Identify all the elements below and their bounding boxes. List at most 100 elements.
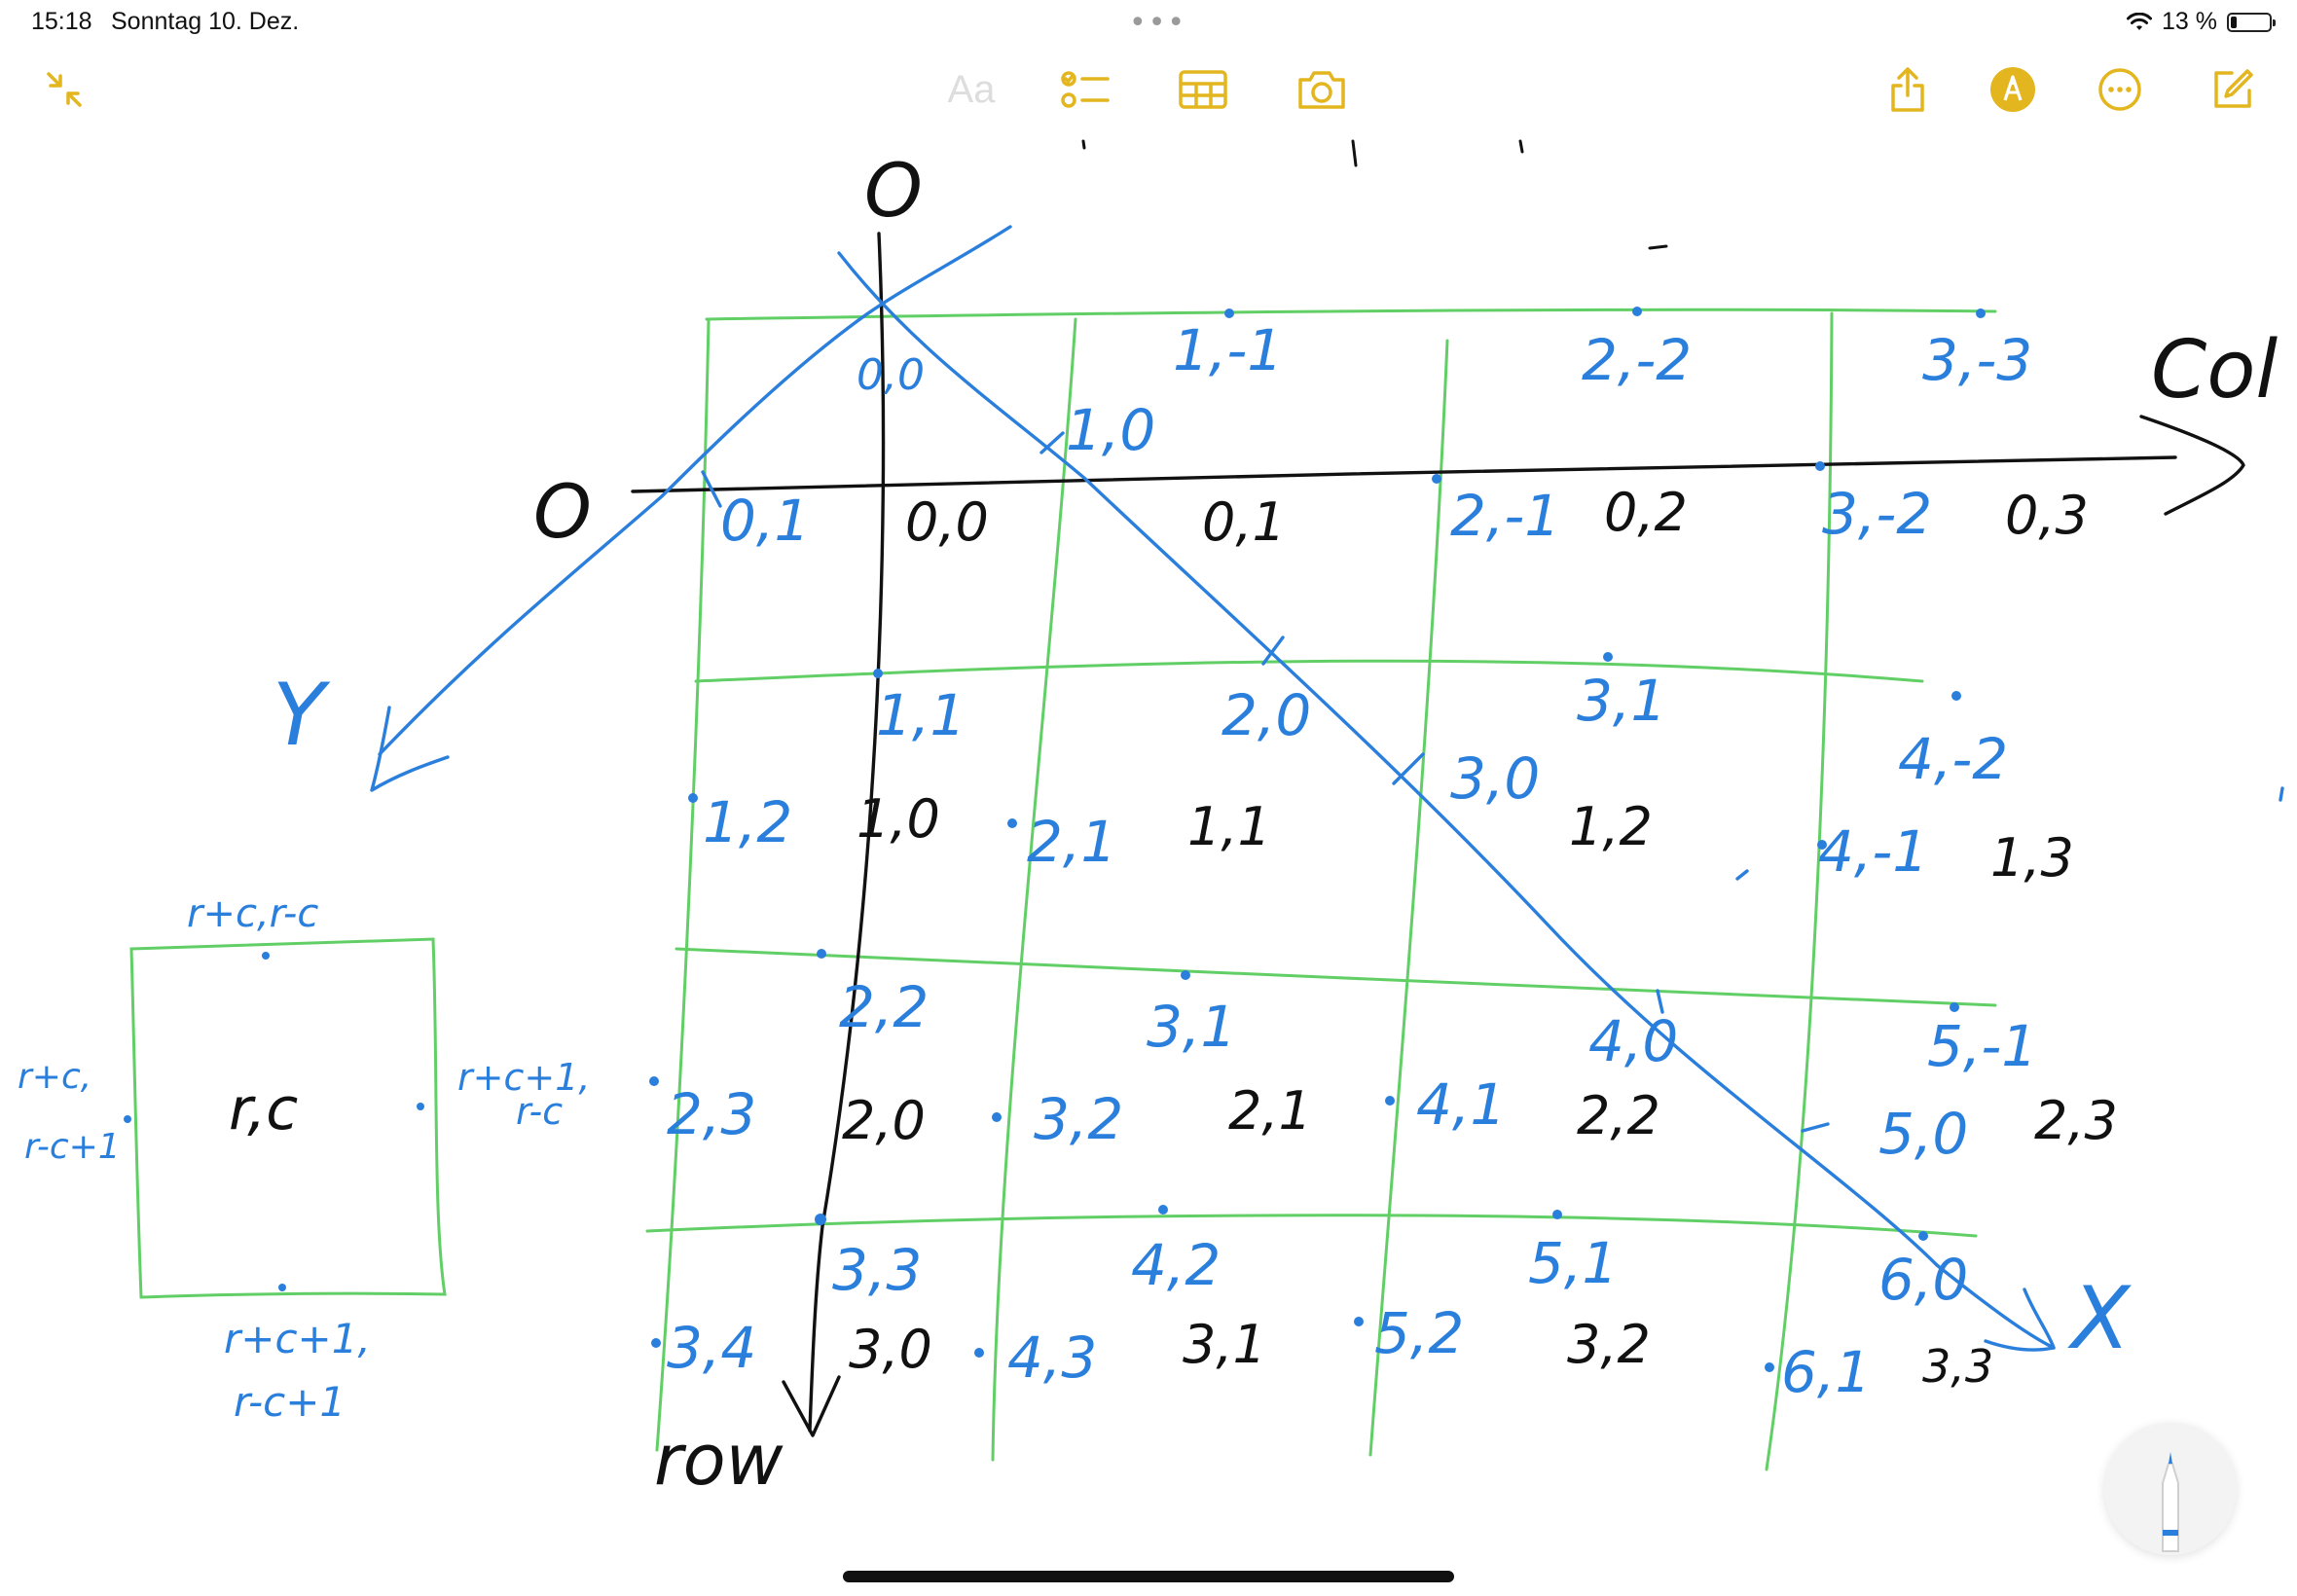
blue-axes bbox=[370, 225, 2284, 1352]
blue-label: 2,-1 bbox=[1450, 483, 1560, 549]
blue-label: 3,-2 bbox=[1822, 481, 1932, 547]
black-label: 1,2 bbox=[1569, 796, 1653, 857]
collapse-button[interactable] bbox=[33, 58, 95, 121]
legend-bottom-1: r+c+1, bbox=[224, 1315, 371, 1362]
green-grid bbox=[129, 308, 1997, 1471]
camera-icon bbox=[1298, 71, 1345, 109]
pencil-tool-button[interactable] bbox=[2104, 1423, 2237, 1555]
compose-icon bbox=[2214, 69, 2253, 108]
black-label: 0,2 bbox=[1604, 482, 1688, 543]
blue-points bbox=[124, 307, 1986, 1372]
black-label: 2,1 bbox=[1228, 1080, 1312, 1142]
blue-label: 3,-3 bbox=[1922, 327, 2032, 393]
blue-label: 0,1 bbox=[720, 488, 810, 554]
status-right: 13 % bbox=[2127, 8, 2276, 36]
blue-label: 2,2 bbox=[839, 974, 929, 1040]
legend-left-2: r-c+1 bbox=[24, 1127, 121, 1167]
blue-label: 1,0 bbox=[1066, 397, 1155, 463]
black-label: 0,1 bbox=[1202, 491, 1286, 553]
axis-labels-blue: Y X bbox=[273, 665, 2132, 1368]
markup-icon bbox=[1990, 67, 2035, 112]
legend-left-1: r+c, bbox=[18, 1057, 91, 1097]
blue-label: 3,3 bbox=[832, 1237, 922, 1303]
checklist-button[interactable] bbox=[1055, 58, 1117, 121]
origin-left-label: O bbox=[533, 468, 592, 555]
black-label: 2,2 bbox=[1577, 1085, 1660, 1146]
blue-label: 6,0 bbox=[1878, 1247, 1968, 1313]
blue-label: 2,-2 bbox=[1582, 327, 1692, 393]
legend-right-2: r-c bbox=[516, 1090, 563, 1133]
home-indicator[interactable] bbox=[843, 1571, 1454, 1582]
notes-toolbar: Aa bbox=[0, 58, 2297, 136]
blue-label: 3,1 bbox=[1147, 994, 1236, 1060]
status-bar: 15:18 Sonntag 10. Dez. ••• 13 % bbox=[0, 0, 2297, 47]
blue-label: 5,2 bbox=[1374, 1300, 1464, 1366]
blue-label: 3,0 bbox=[1450, 745, 1540, 812]
stray-strokes bbox=[1081, 139, 1668, 250]
blue-label: 4,0 bbox=[1588, 1008, 1678, 1074]
black-coordinate-labels: 0,0 0,1 0,2 0,3 1,0 1,1 1,2 1,3 2,0 2,1 … bbox=[842, 482, 2118, 1393]
pencil-icon bbox=[2162, 1452, 2179, 1552]
black-label: 3,3 bbox=[1922, 1340, 1993, 1393]
more-icon bbox=[2098, 68, 2141, 111]
black-label: 0,0 bbox=[905, 491, 989, 553]
more-button[interactable] bbox=[2089, 58, 2151, 121]
status-time: 15:18 bbox=[31, 8, 92, 35]
blue-label: 3,2 bbox=[1034, 1086, 1123, 1152]
blue-label: 4,1 bbox=[1416, 1071, 1506, 1138]
blue-label: 1,1 bbox=[876, 682, 966, 748]
black-label: 1,0 bbox=[857, 788, 940, 850]
black-axes bbox=[631, 232, 2245, 1437]
black-label: 3,0 bbox=[849, 1319, 932, 1380]
collapse-icon bbox=[47, 72, 82, 107]
black-label: 1,3 bbox=[1990, 827, 2074, 889]
black-label: 2,0 bbox=[842, 1090, 926, 1151]
checklist-icon bbox=[1061, 71, 1110, 108]
black-label: 1,1 bbox=[1187, 796, 1271, 857]
x-axis-label: X bbox=[2067, 1268, 2132, 1368]
share-icon bbox=[1891, 67, 1924, 112]
blue-label: 5,-1 bbox=[1927, 1013, 2037, 1079]
battery-icon bbox=[2227, 12, 2276, 32]
blue-label: 2,0 bbox=[1221, 682, 1311, 748]
black-label: 3,2 bbox=[1567, 1314, 1651, 1375]
legend-top: r+c,r-c bbox=[187, 891, 318, 936]
blue-label: 0,0 bbox=[857, 350, 925, 400]
blue-label: 5,1 bbox=[1528, 1230, 1618, 1296]
black-label: 3,1 bbox=[1183, 1314, 1266, 1375]
black-label: 2,3 bbox=[2034, 1090, 2118, 1151]
markup-button[interactable] bbox=[1982, 58, 2044, 121]
blue-label: 2,1 bbox=[1027, 809, 1116, 875]
cell-legend: r+c,r-c r+c, r-c+1 r+c+1, r-c r+c+1, r-c… bbox=[18, 891, 590, 1426]
battery-percent: 13 % bbox=[2162, 8, 2217, 35]
legend-center: r,c bbox=[229, 1075, 298, 1143]
blue-label: 5,0 bbox=[1878, 1101, 1968, 1167]
table-icon bbox=[1179, 70, 1227, 109]
row-axis-label: row bbox=[654, 1419, 784, 1501]
black-label: 0,3 bbox=[2005, 485, 2089, 546]
blue-label: 4,-1 bbox=[1818, 818, 1928, 885]
wifi-icon bbox=[2127, 12, 2153, 30]
y-axis-label: Y bbox=[273, 665, 331, 765]
status-date: Sonntag 10. Dez. bbox=[111, 8, 300, 35]
compose-button[interactable] bbox=[2202, 58, 2264, 121]
camera-button[interactable] bbox=[1291, 58, 1353, 121]
col-axis-label: Col bbox=[2151, 324, 2278, 417]
table-button[interactable] bbox=[1172, 58, 1234, 121]
blue-label: 4,-2 bbox=[1898, 726, 2008, 792]
blue-label: 3,4 bbox=[667, 1315, 756, 1381]
axis-labels-black: O O Col row bbox=[533, 147, 2278, 1501]
multitask-dots[interactable]: ••• bbox=[1129, 6, 1187, 40]
blue-label: 4,3 bbox=[1007, 1324, 1097, 1391]
legend-right-1: r+c+1, bbox=[457, 1056, 590, 1099]
blue-label: 2,3 bbox=[667, 1081, 756, 1147]
legend-bottom-2: r-c+1 bbox=[234, 1378, 346, 1426]
format-button[interactable]: Aa bbox=[947, 67, 996, 111]
origin-top-label: O bbox=[864, 147, 923, 234]
blue-label: 1,-1 bbox=[1173, 317, 1283, 383]
blue-label: 1,2 bbox=[703, 789, 792, 855]
blue-label: 4,2 bbox=[1131, 1232, 1221, 1298]
share-button[interactable] bbox=[1877, 58, 1939, 121]
blue-label: 6,1 bbox=[1781, 1339, 1871, 1405]
